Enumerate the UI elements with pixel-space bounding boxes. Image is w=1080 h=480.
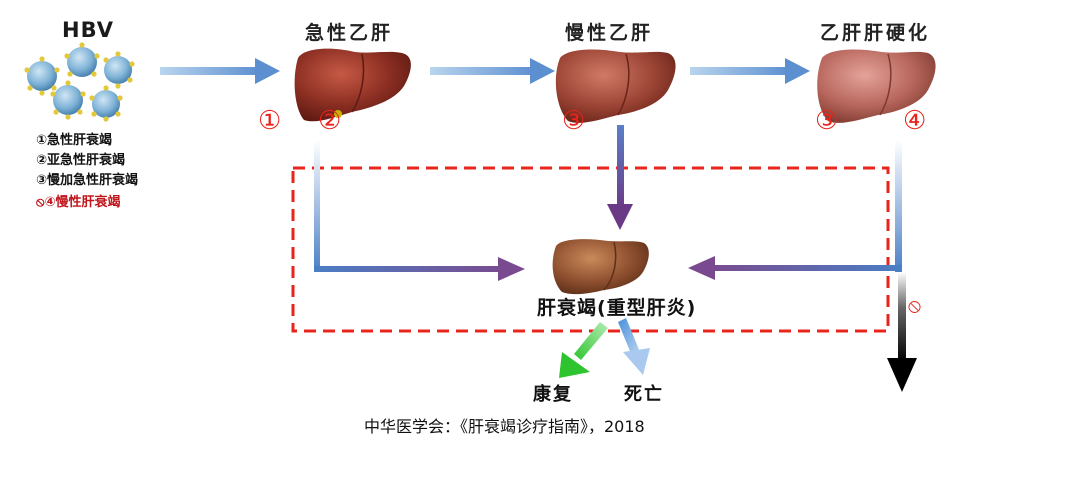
stage-title-cirrhosis: 乙肝肝硬化 [820,22,931,44]
arrow-acute-to-chronic [430,58,555,84]
arrow-to-death [618,318,650,375]
legend-item-3: ③慢加急性肝衰竭 [36,173,139,188]
liver-acute-icon [294,48,411,122]
legend-item-4: ⦸④慢性肝衰竭 [36,195,121,210]
arrow-chronic-to-cirrhosis [690,58,810,84]
marker-cirrhosis-3: ③ [815,106,839,136]
legend-item-1: ①急性肝衰竭 [36,133,113,148]
stage-title-chronic: 慢性乙肝 [565,22,654,44]
citation: 中华医学会：《肝衰竭诊疗指南》，2018 [364,417,645,436]
arrow-acute-to-failure [314,140,525,281]
arrow-chronic-to-failure [607,125,633,230]
liver-cirrhosis-icon [817,49,936,123]
marker-acute-2: ② [318,106,342,136]
stage-title-acute: 急性乙肝 [305,22,394,44]
arrow-to-recovery [559,322,608,378]
liver-failure-label: 肝衰竭(重型肝炎) [537,297,697,319]
legend-item-2: ②亚急性肝衰竭 [36,153,126,168]
arrow-cirrhosis-to-failure [688,140,902,280]
arrow-hbv-to-acute [160,58,280,84]
liver-failure-icon [552,239,649,295]
outcome-death: 死亡 [624,384,664,405]
hbv-label: HBV [62,18,114,42]
outcome-recovery: 康复 [533,384,573,405]
hbv-virus-icon [24,42,135,122]
legend: ①急性肝衰竭 ②亚急性肝衰竭 ③慢加急性肝衰竭 ⦸④慢性肝衰竭 [36,131,138,213]
marker-chronic-3: ③ [562,106,586,136]
marker-acute-1: ① [258,106,282,136]
marker-cirrhosis-4: ④ [903,106,927,136]
failure-region-box [291,166,890,333]
arrow-cirrhosis-blocked [887,272,917,392]
liver-chronic-icon [555,49,676,123]
blocked-icon: ⦸ [908,293,922,317]
